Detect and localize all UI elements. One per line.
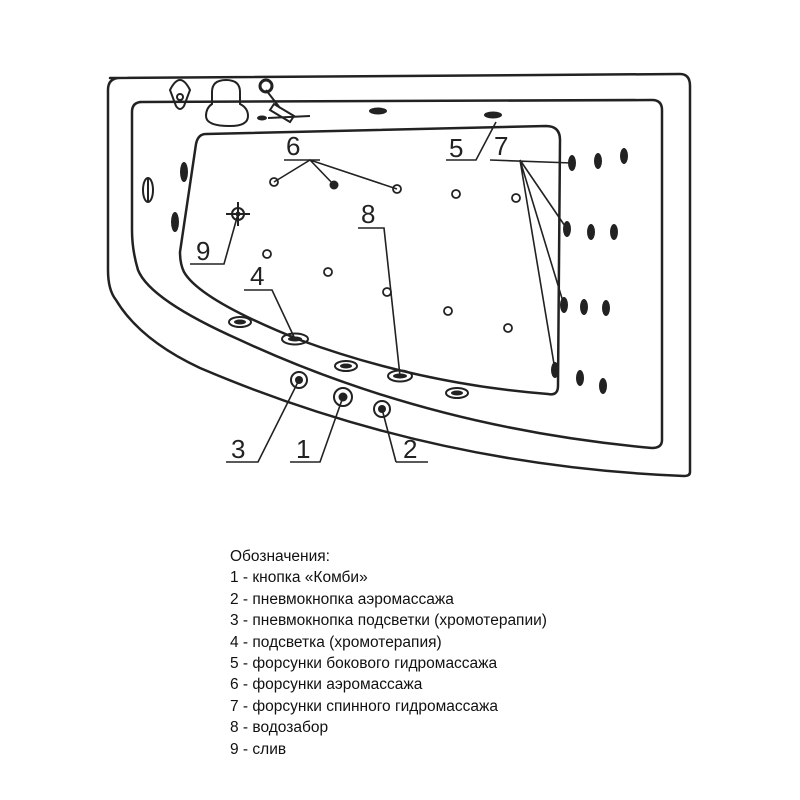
legend-title: Обозначения: [230, 548, 330, 565]
legend-item: 7 - форсунки спинного гидромассажа [230, 697, 498, 715]
tub-outer-rim [106, 72, 692, 478]
leader-3 [226, 379, 300, 463]
light-2 [281, 332, 309, 346]
legend: Обозначения: 1 - кнопка «Комби» 2 - пнев… [230, 546, 790, 760]
top-line-marker [257, 115, 267, 121]
light-5 [445, 387, 469, 399]
air-jet [511, 193, 521, 203]
leader-1 [290, 396, 344, 463]
air-jet [392, 184, 402, 194]
leader-2 [381, 408, 428, 463]
back-jet [602, 300, 610, 316]
air-jet [269, 177, 279, 187]
callout-9: 9 [196, 236, 210, 266]
back-jets [551, 148, 628, 394]
chromotherapy-button [290, 371, 308, 389]
aeromassage-button [373, 400, 391, 418]
back-jet [576, 370, 584, 386]
air-jet [382, 287, 392, 297]
legend-item: 9 - слив [230, 740, 287, 758]
legend-item: 5 - форсунки бокового гидромассажа [230, 655, 498, 673]
callout-6: 6 [286, 131, 300, 161]
leader-9 [190, 213, 239, 265]
side-jet-left-2 [171, 212, 179, 232]
tub-inner-rim [130, 98, 664, 450]
grab-handle-knob-icon [258, 78, 274, 94]
back-jet [620, 148, 628, 164]
light-1 [228, 316, 252, 328]
side-jet-top-2 [484, 111, 502, 119]
air-jet [451, 189, 461, 199]
faucet-icon [168, 79, 192, 110]
air-jet [262, 249, 272, 259]
legend-item: 6 - форсунки аэромассажа [230, 676, 423, 694]
air-jet [443, 306, 453, 316]
side-jet-left-1 [180, 162, 188, 182]
faucet-knob-icon [176, 93, 184, 101]
legend-item: 4 - подсветка (хромотерапия) [230, 633, 442, 651]
leader-4 [244, 289, 296, 340]
callout-8: 8 [361, 199, 375, 229]
legend-item: 3 - пневмокнопка подсветки (хромотерапии… [230, 612, 547, 630]
air-jet [503, 323, 513, 333]
side-jet-top-1 [369, 107, 387, 115]
leader-5 [446, 121, 497, 161]
callout-4: 4 [250, 261, 264, 291]
callout-3: 3 [231, 434, 245, 464]
bathtub-drawing: 6 5 7 8 9 4 3 1 2 [106, 72, 692, 478]
legend-item: 8 - водозабор [230, 719, 329, 737]
air-jet [323, 267, 333, 277]
back-jet [594, 153, 602, 169]
back-jet [580, 299, 588, 315]
back-jet [599, 378, 607, 394]
callout-2: 2 [403, 434, 417, 464]
legend-item: 1 - кнопка «Комби» [230, 569, 368, 587]
combi-button [333, 387, 353, 407]
grab-handle-icon [265, 89, 296, 124]
tub-basin [178, 124, 562, 396]
callout-7: 7 [494, 131, 508, 161]
callout-1: 1 [296, 434, 310, 464]
leader-7 [489, 159, 573, 371]
back-jet [610, 224, 618, 240]
back-jet [587, 224, 595, 240]
light-3 [334, 360, 358, 372]
leader-8 [358, 227, 401, 377]
bathtub-diagram: 6 5 7 8 9 4 3 1 2 [106, 72, 692, 478]
headrest-icon [204, 78, 250, 128]
legend-item: 2 - пневмокнопка аэромассажа [230, 590, 454, 608]
legend-list: 1 - кнопка «Комби» 2 - пневмокнопка аэро… [230, 567, 790, 760]
callout-5: 5 [449, 133, 463, 163]
